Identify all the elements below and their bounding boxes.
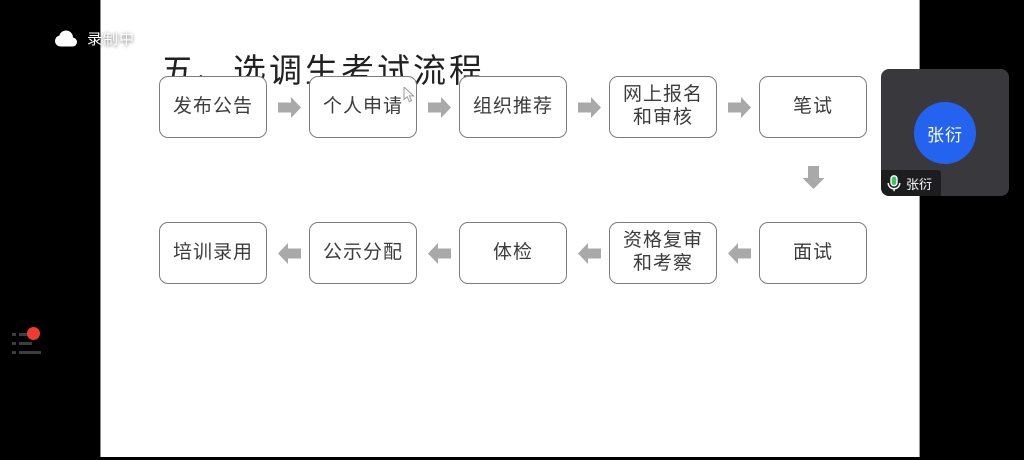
flow-step-label: 组织推荐 [472, 95, 553, 117]
arrow-left-icon [728, 243, 751, 264]
flow-step-training-employment: 培训录用 [159, 222, 267, 284]
arrow-left-icon [428, 243, 451, 264]
flow-step-interview: 面试 [759, 222, 867, 284]
participant-name: 张衍 [906, 176, 933, 192]
arrow-left-icon [278, 243, 301, 264]
avatar: 张衍 [914, 102, 976, 164]
flow-step-personal-application: 个人申请 [309, 76, 417, 138]
participant-name-bar: 张衍 [881, 170, 942, 196]
flow-step-online-registration-review: 网上报名 和审核 [609, 76, 717, 138]
flow-step-label: 网上报名 和审核 [622, 84, 703, 128]
recording-label: 录制中 [87, 31, 136, 48]
arrow-right-icon [278, 97, 301, 118]
arrow-left-icon [578, 243, 601, 264]
flow-step-label: 笔试 [792, 95, 833, 117]
recording-indicator: 录制中 [55, 28, 135, 49]
flow-step-qualification-review-inspection: 资格复审 和考察 [609, 222, 717, 284]
flow-step-label: 面试 [792, 241, 833, 263]
flow-step-written-test: 笔试 [759, 76, 867, 138]
participant-video-tile[interactable]: 张衍 张衍 [881, 69, 1009, 196]
flow-step-label: 资格复审 和考察 [622, 230, 703, 274]
flow-step-label: 个人申请 [322, 95, 403, 117]
flow-step-label: 发布公告 [172, 95, 253, 117]
avatar-text: 张衍 [927, 125, 963, 145]
flow-step-publish-announcement: 发布公告 [159, 76, 267, 138]
arrow-right-icon [578, 97, 601, 118]
microphone-icon [887, 174, 901, 191]
flow-step-organization-recommendation: 组织推荐 [459, 76, 567, 138]
chat-panel-button[interactable] [10, 324, 48, 360]
presentation-slide: 五、选调生考试流程 发布公告 个人申请 组织推荐 网上报名 和审核 笔试 培训录… [100, 0, 920, 457]
flow-step-public-notice-allocation: 公示分配 [309, 222, 417, 284]
arrow-right-icon [728, 97, 751, 118]
cloud-icon [55, 30, 77, 47]
flow-step-label: 公示分配 [322, 241, 403, 263]
flow-step-physical-exam: 体检 [459, 222, 567, 284]
flow-step-label: 体检 [492, 241, 533, 263]
notification-badge [27, 327, 40, 340]
arrow-right-icon [428, 97, 451, 118]
mouse-cursor [403, 87, 415, 103]
arrow-down-icon [802, 166, 825, 189]
flow-step-label: 培训录用 [172, 241, 253, 263]
